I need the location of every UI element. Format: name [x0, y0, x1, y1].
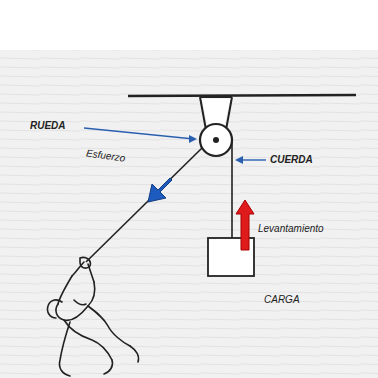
background: [0, 50, 378, 378]
man-figure: [47, 257, 138, 376]
force-label: Levantamiento: [258, 223, 324, 234]
rope: [86, 148, 202, 262]
pulley-axle: [213, 137, 219, 143]
pulley-wheel: [200, 124, 232, 156]
part-label: RUEDA: [30, 120, 66, 131]
leader-line: [239, 159, 266, 160]
ceiling: [128, 95, 356, 96]
leader-line: [84, 128, 194, 139]
leader-arrowhead: [235, 156, 243, 164]
lift-arrow: [236, 200, 254, 250]
rope: [231, 140, 233, 238]
background-texture: [0, 50, 378, 378]
leader-arrowhead: [189, 135, 197, 143]
part-label: CUERDA: [270, 154, 313, 165]
effort-arrow: [148, 178, 172, 202]
part-label: CARGA: [264, 294, 300, 305]
